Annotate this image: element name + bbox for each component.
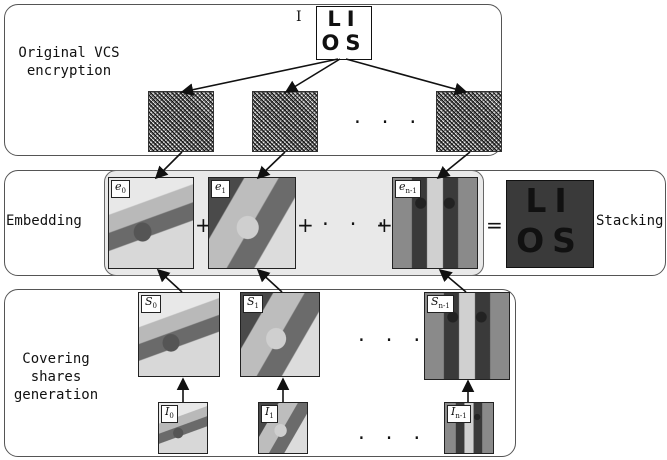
share-noise-1 bbox=[252, 91, 318, 152]
embedded-share-e0: e0 bbox=[108, 177, 194, 269]
cover-image-in: In-1 bbox=[444, 402, 494, 454]
en-tag: en-1 bbox=[395, 180, 421, 199]
arrow-share1-to-e1 bbox=[256, 151, 286, 180]
embedding-ellipsis: · · · bbox=[320, 214, 390, 235]
share-noise-n bbox=[436, 91, 502, 152]
arrow-s0-to-e0 bbox=[156, 268, 183, 293]
secret-logo-line-2: OS bbox=[321, 31, 367, 55]
plus-1: + bbox=[195, 213, 212, 237]
covering-share-s0: S0 bbox=[138, 292, 220, 377]
stacking-label: Stacking bbox=[596, 213, 664, 229]
original-vcs-label: Original VCS encryption bbox=[18, 45, 120, 79]
secret-logo: LI OS bbox=[316, 6, 372, 60]
plus-3: + bbox=[376, 213, 393, 237]
share-ellipsis: · · · bbox=[352, 112, 422, 133]
arrow-sharen-to-en bbox=[436, 151, 471, 180]
embedded-share-e1: e1 bbox=[208, 177, 296, 269]
s0-tag: S0 bbox=[141, 295, 162, 314]
stacked-line-2: OS bbox=[516, 221, 584, 260]
cover-image-i0: I0 bbox=[158, 402, 208, 454]
covering-share-sn: Sn-1 bbox=[424, 292, 510, 380]
arrow-share0-to-e0 bbox=[154, 151, 183, 180]
covering-ellipsis: · · · bbox=[356, 330, 426, 351]
plus-2: + bbox=[297, 213, 314, 237]
i1-tag: I1 bbox=[261, 405, 278, 424]
arrow-logo-to-share1 bbox=[284, 58, 341, 93]
secret-logo-line-1: LI bbox=[327, 7, 361, 31]
covering-shares-label: Covering shares generation bbox=[13, 351, 99, 403]
in-tag: In-1 bbox=[447, 405, 471, 424]
arrow-logo-to-share0 bbox=[180, 58, 339, 96]
e0-tag: e0 bbox=[111, 180, 130, 199]
stacked-result: LI OS bbox=[506, 180, 594, 268]
cover-ellipsis: · · · bbox=[356, 428, 426, 449]
e1-tag: e1 bbox=[211, 180, 230, 199]
arrow-sn-to-en bbox=[438, 268, 467, 293]
embedded-share-en: en-1 bbox=[392, 177, 478, 269]
arrow-logo-to-sharen bbox=[345, 58, 468, 96]
stacked-line-1: LI bbox=[525, 181, 575, 220]
embedding-label: Embedding bbox=[6, 213, 82, 229]
s1-tag: S1 bbox=[243, 295, 264, 314]
covering-share-s1: S1 bbox=[240, 292, 320, 377]
arrow-s1-to-e1 bbox=[256, 268, 283, 293]
secret-image-label: I bbox=[296, 9, 302, 25]
equals-sign: = bbox=[486, 213, 503, 237]
sn-tag: Sn-1 bbox=[427, 295, 454, 314]
i0-tag: I0 bbox=[161, 405, 178, 424]
cover-image-i1: I1 bbox=[258, 402, 308, 454]
